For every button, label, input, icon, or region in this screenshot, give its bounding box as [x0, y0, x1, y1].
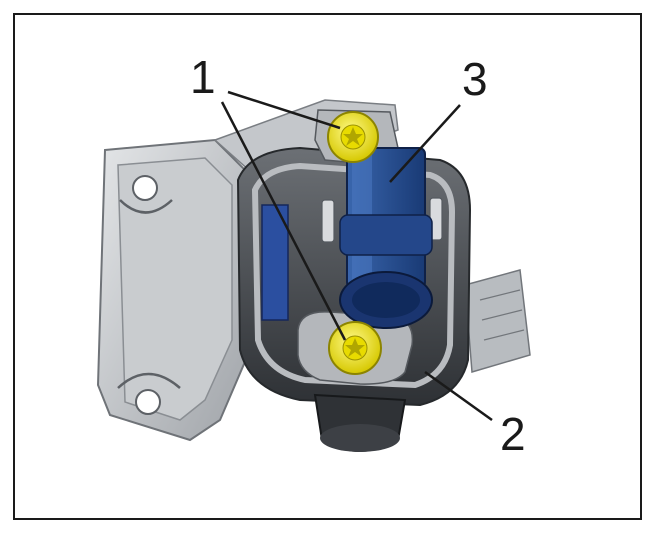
leader-line-3: [389, 104, 461, 183]
leader-lines: [220, 90, 493, 422]
callout-1: 1: [190, 51, 216, 103]
electrical-connector-icon: [339, 147, 433, 329]
leader-line-1b: [220, 101, 347, 341]
side-rail-icon: [464, 269, 531, 373]
torx-screw-icon: [328, 321, 382, 375]
callout-2: 2: [500, 408, 526, 460]
leader-line-2: [424, 370, 493, 422]
leader-line-1a: [227, 90, 341, 130]
callout-3: 3: [462, 53, 488, 105]
torx-screw-icon: [327, 111, 379, 163]
